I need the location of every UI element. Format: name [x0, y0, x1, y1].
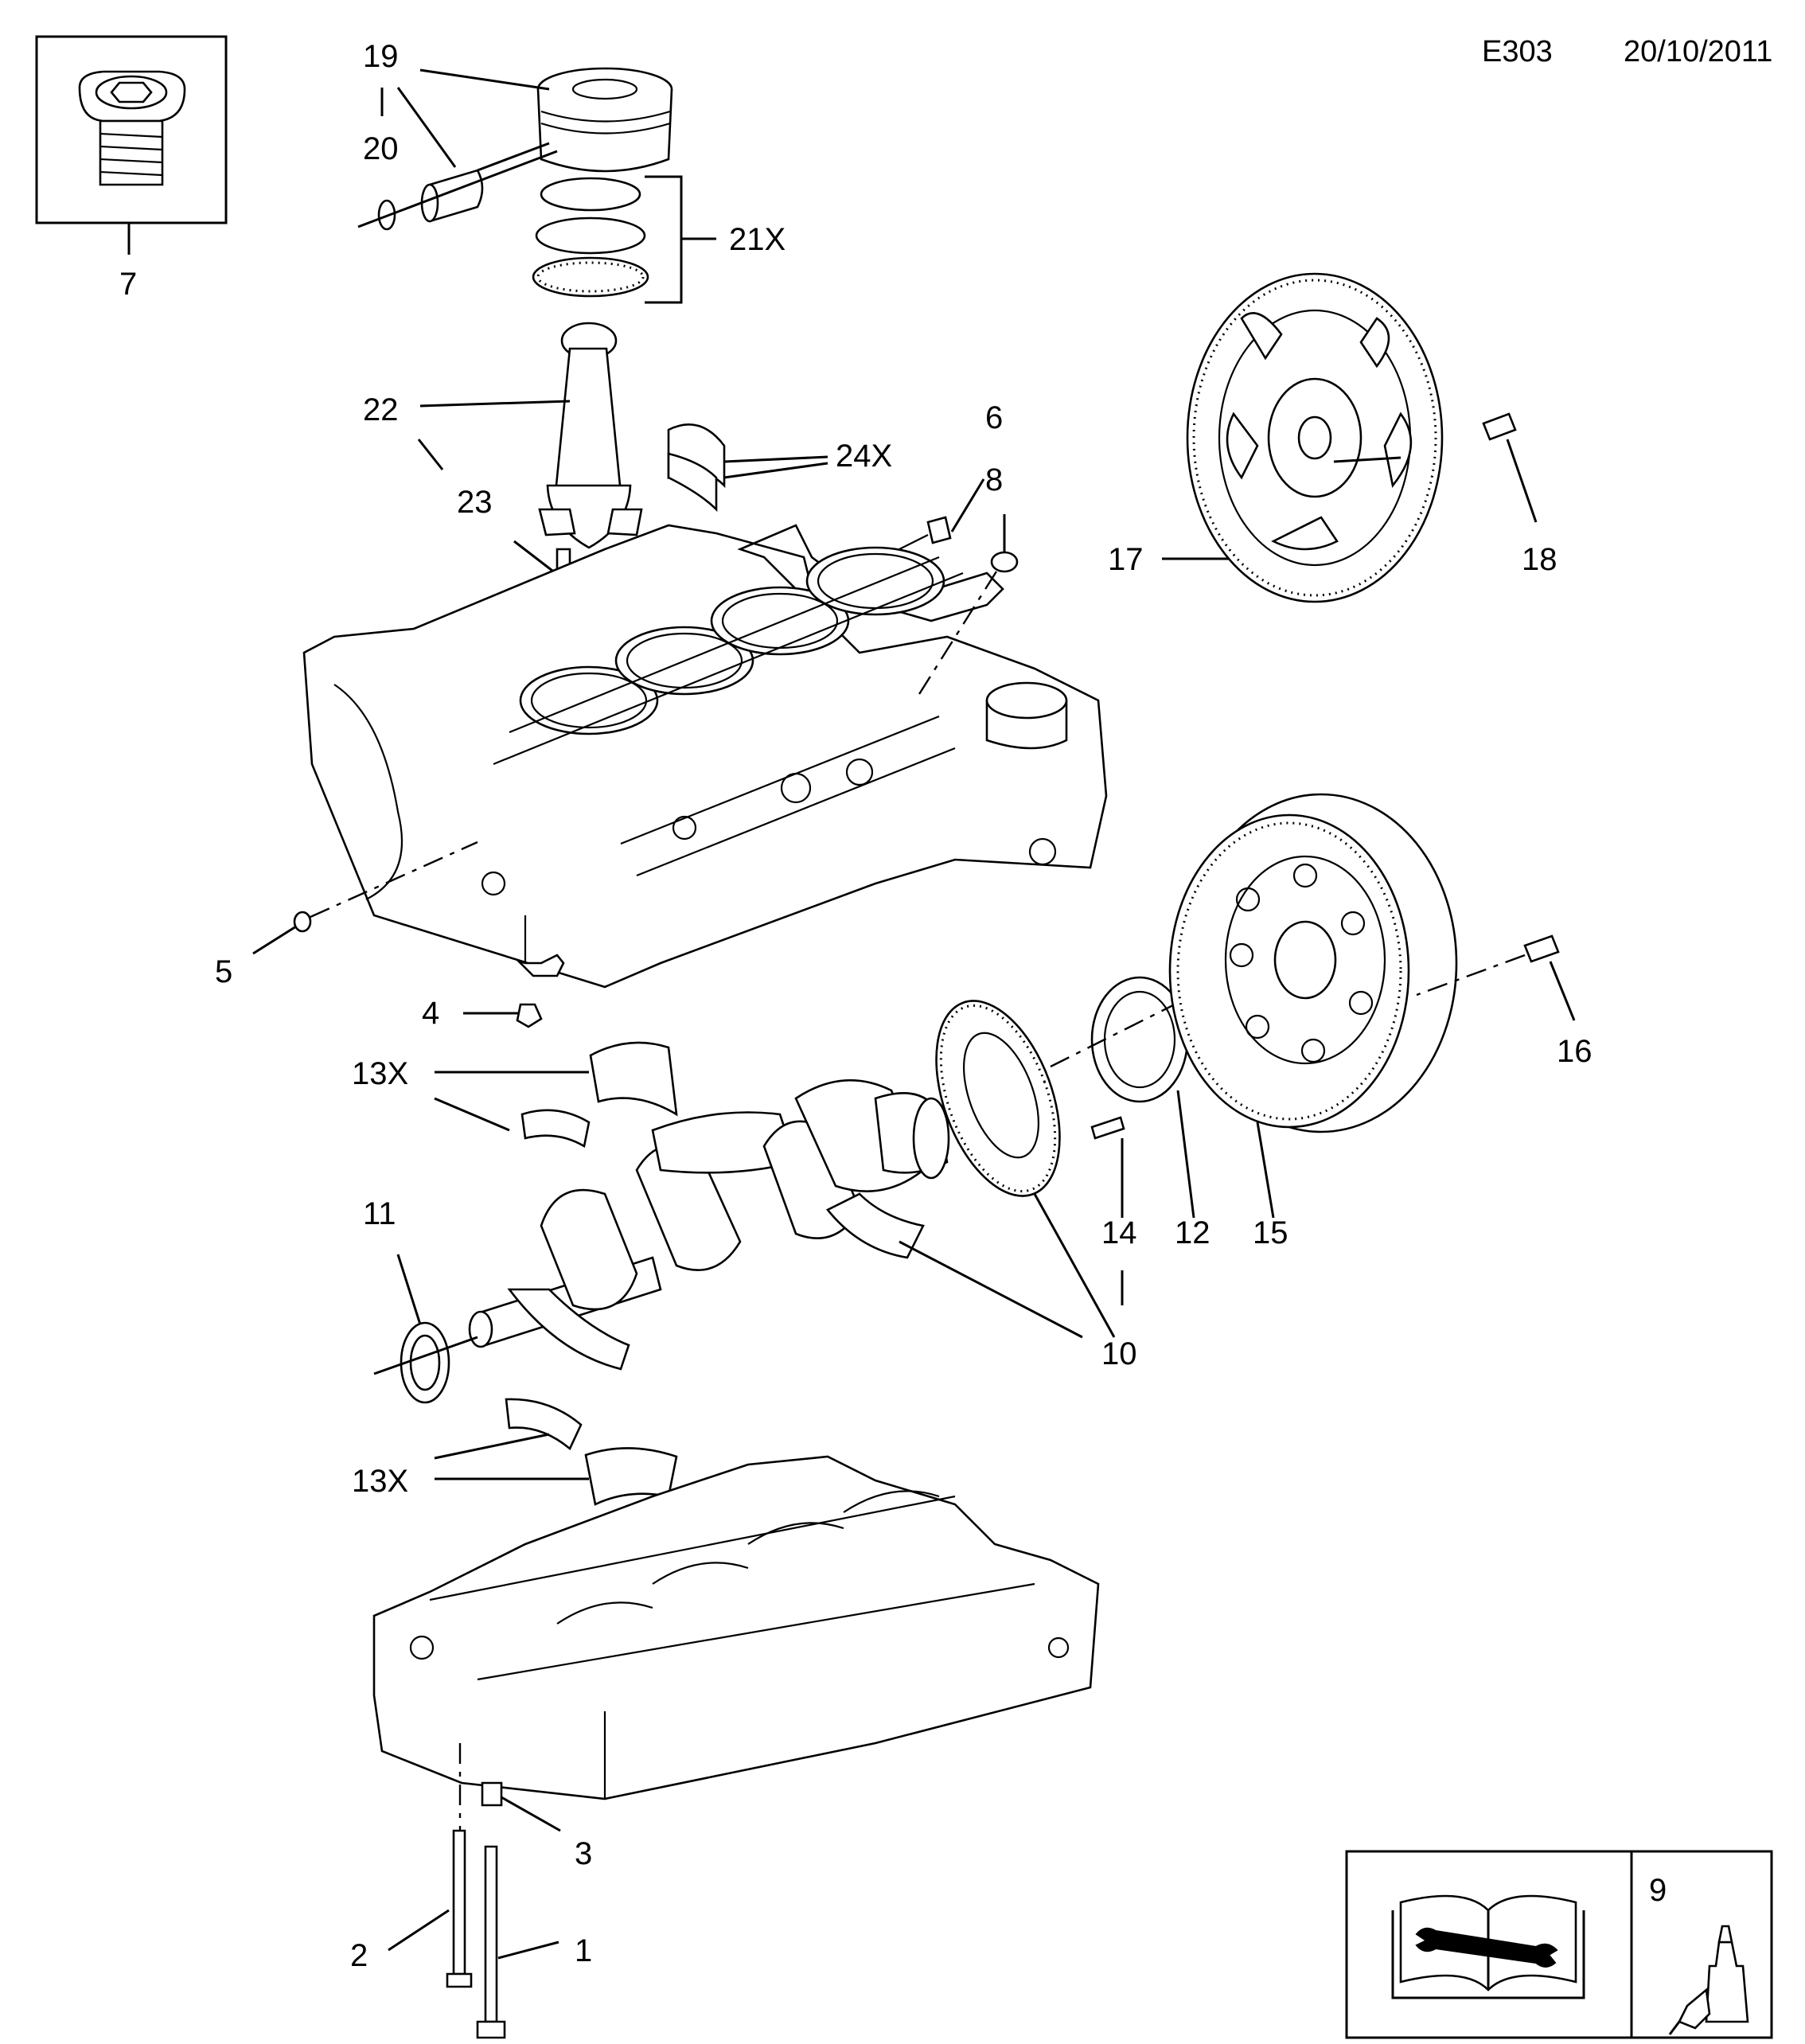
callout-14: 14	[1101, 1215, 1137, 1250]
part-24x-rod-bearing	[667, 423, 726, 513]
sealant-bottle-icon	[1668, 1925, 1749, 2035]
callout-13x-lower: 13X	[352, 1464, 408, 1499]
part-17-flexplate	[1162, 272, 1444, 603]
callout-22: 22	[363, 392, 399, 427]
part-5-plug	[252, 841, 478, 955]
part-12-front-seal	[1050, 954, 1274, 1219]
part-14-bolt	[1090, 1116, 1125, 1305]
callout-7: 7	[119, 267, 137, 302]
callout-11: 11	[363, 1196, 396, 1231]
callout-16: 16	[1557, 1034, 1593, 1069]
callout-17: 17	[1108, 542, 1144, 577]
leader-lines	[380, 68, 828, 479]
callout-2: 2	[350, 1938, 368, 1973]
callout-6: 6	[985, 400, 1003, 435]
callout-21x: 21X	[729, 222, 786, 257]
part-7-drain-plug	[35, 35, 228, 255]
part-21x-piston-rings	[532, 175, 716, 304]
diagram-code: E303	[1482, 35, 1553, 68]
callout-8: 8	[985, 462, 1003, 497]
callout-18: 18	[1522, 542, 1557, 577]
callout-12: 12	[1175, 1215, 1210, 1250]
part-13x-main-bearing-upper	[434, 1041, 678, 1149]
part-3-dowel	[481, 1781, 561, 1832]
part-6-plug	[899, 478, 985, 550]
part-reluctor-ring	[935, 1000, 1116, 1338]
part-19-piston	[536, 67, 673, 173]
callout-1: 1	[575, 1933, 592, 1968]
callout-13x-upper: 13X	[352, 1056, 408, 1091]
callout-24x: 24X	[836, 439, 892, 474]
callout-10: 10	[1101, 1336, 1137, 1371]
callout-20: 20	[363, 131, 399, 166]
part-10-crankshaft	[468, 1079, 1083, 1371]
diagram-date: 20/10/2011	[1624, 35, 1772, 68]
part-22-connecting-rod	[538, 322, 643, 549]
part-20-piston-pin	[357, 142, 558, 231]
lower-crankcase	[372, 1455, 1100, 1847]
callout-labels: 19 20 21X 7 22 23 24X 6 8 17 18 5 4 16 1…	[119, 39, 1667, 1973]
part-11-rear-seal	[373, 1254, 478, 1404]
callout-23: 23	[457, 485, 493, 520]
callout-4: 4	[422, 996, 439, 1031]
part-2-bolt	[388, 1829, 473, 1988]
open-book-wrench-icon	[1391, 1894, 1585, 1999]
callout-9: 9	[1649, 1873, 1667, 1908]
part-15-dual-mass-flywheel	[1168, 793, 1458, 1219]
part-1-bolt	[476, 1845, 559, 2039]
part-18-flexplate-bolt	[1482, 412, 1538, 523]
part-16-flywheel-bolt	[1416, 934, 1576, 1021]
callout-5: 5	[215, 954, 232, 989]
cylinder-block	[302, 524, 1108, 989]
callout-3: 3	[575, 1836, 592, 1871]
legend-box	[1345, 1850, 1773, 2039]
part-4-sensor	[463, 915, 565, 1028]
callout-19: 19	[363, 39, 399, 74]
part-8-plug	[914, 514, 1019, 701]
callout-15: 15	[1253, 1215, 1288, 1250]
part-13x-main-bearing-lower	[434, 1398, 678, 1506]
